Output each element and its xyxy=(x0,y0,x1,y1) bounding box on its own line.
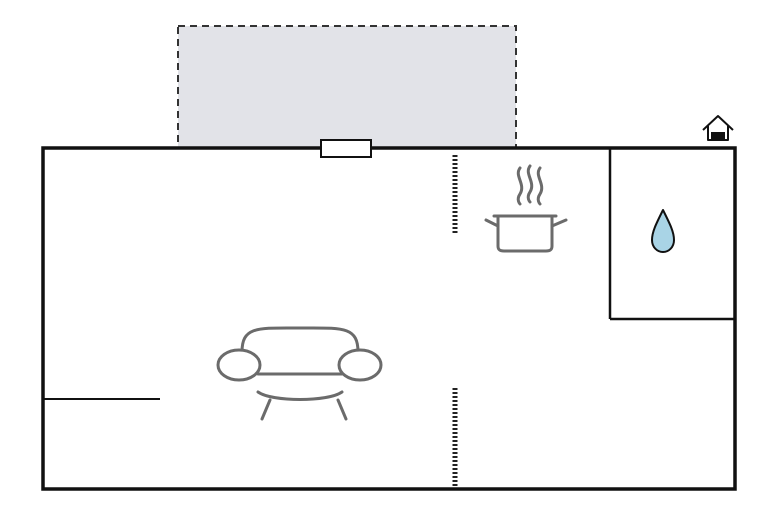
window xyxy=(320,139,372,158)
water-drop-icon xyxy=(651,209,675,253)
outdoor-area xyxy=(177,25,517,149)
bathroom-wall xyxy=(608,148,735,321)
cooking-pot-icon xyxy=(484,164,568,253)
house-icon xyxy=(702,115,734,141)
sofa-icon xyxy=(216,326,383,421)
